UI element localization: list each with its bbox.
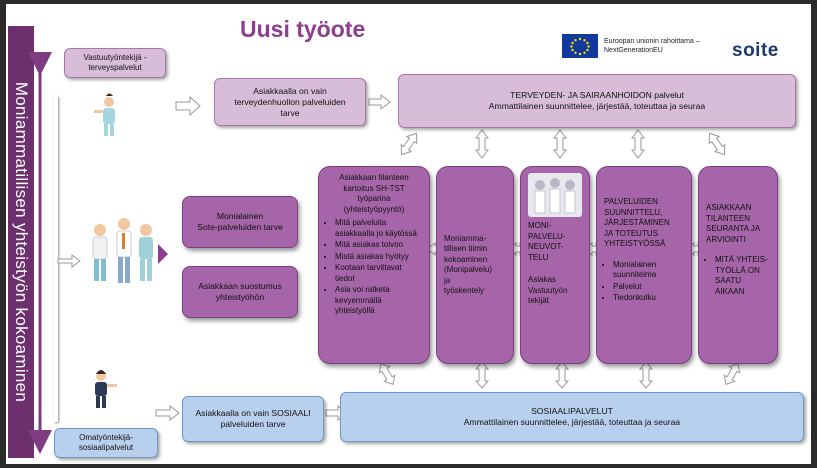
label-omatyontekija: Omatyöntekijä- sosiaalipalvelut (54, 428, 158, 458)
soite-logo: soite (732, 40, 779, 61)
arrow-v-top-1 (400, 132, 418, 156)
arrow-mid-left (57, 254, 81, 268)
box-health-services: TERVEYDEN- JA SAIRAANHOIDON palvelut Amm… (398, 74, 796, 128)
column-assessment-list: Mitä palveluita asiakkaalla jo käytössä … (326, 218, 422, 317)
list-item: Mitä asiakas toivoo (335, 240, 422, 251)
page-title: Uusi työote (240, 16, 366, 42)
arrow-v-bot-4 (638, 361, 654, 389)
box-social-need: Asiakkaalla on vain SOSIAALI palveluiden… (182, 396, 324, 442)
box-health-need: Asiakkaalla on vain terveydenhuollon pal… (214, 78, 366, 126)
purple-arrow (158, 244, 168, 264)
arrow-bottom-1 (155, 404, 180, 422)
social-services-text: Ammattilainen suunnittelee, järjestää, t… (463, 417, 681, 427)
column-assessment: Asiakkaan tilanteen kartoitus SH-TST työ… (318, 166, 430, 364)
box-multi-need: Monialainen Sote-palveluiden tarve (182, 196, 298, 248)
list-item: Kootaan tarvittavat tiedot (335, 263, 422, 284)
column-meeting-heading: MONI- PALVELU- NEUVOT- TELU (528, 221, 566, 262)
arrow-v-top-4 (631, 129, 645, 159)
arrow-v-bot-2 (474, 361, 490, 389)
health-services-heading: TERVEYDEN- JA SAIRAANHOIDON palvelut (510, 90, 684, 100)
arrow-v-bot-5 (723, 362, 741, 386)
slide: Moniammatillisen yhteistyön kokoaminen (6, 4, 811, 464)
box-social-services: SOSIAALIPALVELUT Ammattilainen suunnitte… (340, 392, 804, 442)
list-item: Mitä palveluita asiakkaalla jo käytössä (335, 218, 422, 239)
eu-stars-icon (570, 37, 590, 56)
column-planning-heading: PALVELUIDEN SUUNNITTELU, JÄRJESTÄMINEN J… (604, 197, 670, 248)
eu-funding-text: Euroopan unionin rahoittama – NextGenera… (604, 37, 724, 55)
column-followup: ASIAKKAAN TILANTEEN SEURANTA JA ARVIOINT… (698, 166, 778, 364)
column-team: Moniamma- tillisen tiimin kokoaminen (Mo… (436, 166, 514, 364)
list-item: Palvelut (613, 282, 684, 293)
column-planning: PALVELUIDEN SUUNNITTELU, JÄRJESTÄMINEN J… (596, 166, 692, 364)
arrow-v-top-2 (475, 129, 489, 159)
arrow-top-1 (175, 95, 201, 117)
column-assessment-heading: Asiakkaan tilanteen kartoitus SH-TST työ… (339, 173, 409, 214)
column-planning-list: Monialainen suunnitelma Palvelut Tiedonk… (604, 260, 684, 304)
column-meeting-sub: Asiakas Vastuutyön tekijät (528, 275, 568, 305)
arrow-top-2 (368, 93, 391, 111)
box-consent: Asiakkaan suostumus yhteistyöhön (182, 266, 298, 318)
column-followup-heading: ASIAKKAAN TILANTEEN SEURANTA JA ARVIOINT… (706, 203, 761, 244)
arrow-v-bot-1 (378, 362, 396, 386)
person-bottom-icon (95, 370, 117, 408)
column-followup-list: MITÄ YHTEIS-TYÖLLÄ ON SAATU AIKAAN (706, 255, 770, 297)
eu-text-line1: Euroopan unionin rahoittama – (604, 38, 700, 45)
list-item: MITÄ YHTEIS-TYÖLLÄ ON SAATU AIKAAN (715, 255, 770, 297)
arrow-v-top-5 (708, 132, 726, 156)
arrow-v-bot-3 (554, 361, 570, 389)
column-meeting: MONI- PALVELU- NEUVOT- TELU Asiakas Vast… (520, 166, 590, 364)
eu-text-line2: NextGenerationEU (604, 47, 663, 54)
label-vastuutyontekija: Vastuutyöntekijä - terveyspalvelut (64, 48, 166, 78)
arrow-v-top-3 (553, 129, 567, 159)
list-item: Monialainen suunnitelma (613, 260, 684, 281)
list-item: Tiedonkulku (613, 293, 684, 304)
social-services-heading: SOSIAALIPALVELUT (531, 406, 613, 416)
list-item: Asia voi ratketa kevyemmällä yhteistyöll… (335, 285, 422, 317)
person-top-icon (94, 93, 115, 136)
team-photo-icon (528, 173, 582, 217)
list-item: Mistä asiakas hyötyy (335, 252, 422, 263)
eu-flag-icon (562, 34, 598, 58)
column-team-heading: Moniamma- tillisen tiimin kokoaminen (Mo… (444, 233, 493, 296)
health-services-text: Ammattilainen suunnittelee, järjestää, t… (488, 101, 706, 111)
people-group-icon (92, 218, 153, 283)
